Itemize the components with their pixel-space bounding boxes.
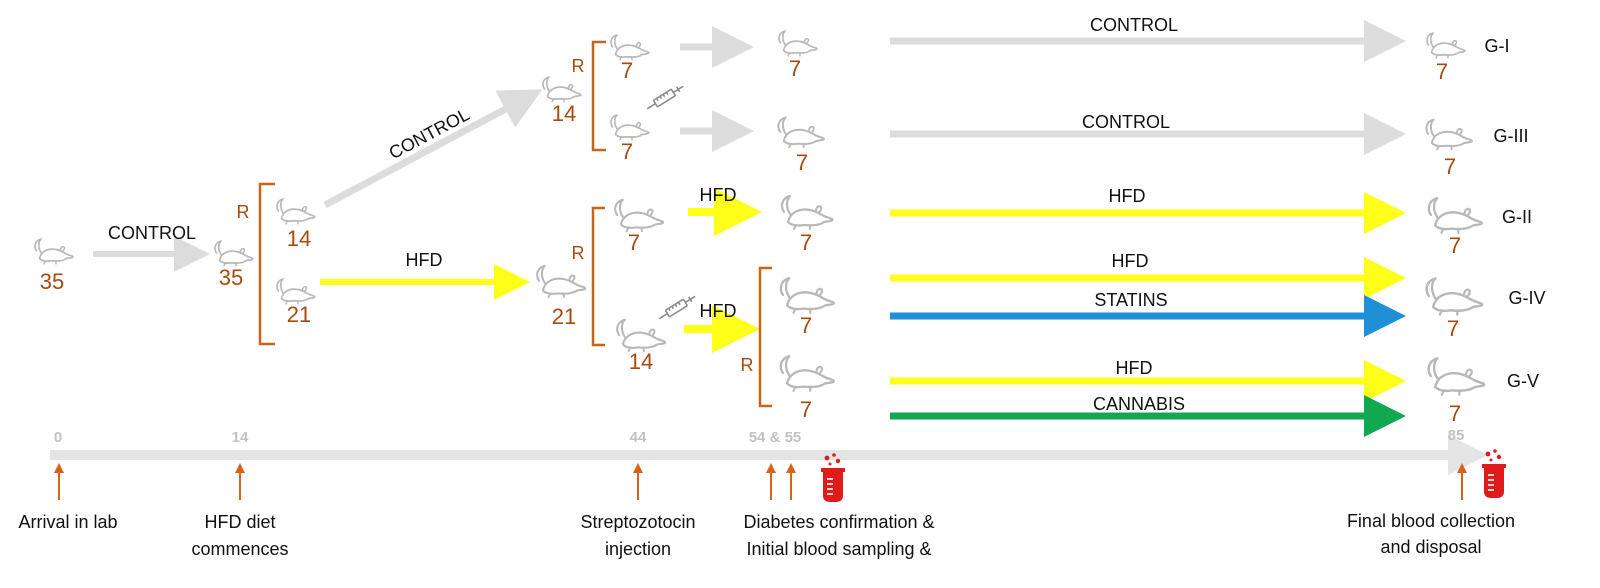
stage3-hfd-upper-count: 7 — [628, 230, 640, 255]
group-label: G-II — [1502, 207, 1532, 227]
stage4-a-count: 7 — [789, 56, 801, 81]
group-count: 7 — [1449, 233, 1461, 258]
event-label: Streptozotocin — [580, 512, 695, 532]
rat-icon — [1425, 118, 1473, 151]
hfd-arrow-label: HFD — [700, 185, 737, 205]
hfd-arrow-label: HFD — [406, 250, 443, 270]
stage3-hfd-count: 21 — [552, 304, 576, 329]
group-count: 7 — [1447, 316, 1459, 341]
group-label: G-III — [1494, 126, 1529, 146]
rat-icon — [780, 194, 834, 231]
event-label: and disposal — [1380, 537, 1481, 557]
hfd-arrow-label: HFD — [1116, 358, 1153, 378]
rat-icon — [1427, 357, 1486, 396]
rat-icon — [778, 30, 818, 57]
rat-icon — [214, 240, 254, 267]
randomization-bracket — [591, 40, 606, 152]
control-arrow-label: CONTROL — [1082, 112, 1170, 132]
stage4-d-count: 7 — [800, 313, 812, 338]
rat-icon — [1427, 196, 1483, 235]
stage3-hfd-lower-count: 14 — [629, 349, 653, 374]
timeline-tick: 85 — [1448, 427, 1465, 444]
control-arrow-label: CONTROL — [108, 223, 196, 243]
rat-icon — [1426, 32, 1466, 59]
randomization-label: R — [741, 355, 754, 375]
group-count: 7 — [1444, 154, 1456, 179]
group-count: 7 — [1436, 59, 1448, 84]
blood-beaker-icon — [820, 452, 846, 502]
rat-icon — [777, 116, 825, 149]
stage2-lower-count: 21 — [287, 302, 311, 327]
stage4-e-count: 7 — [800, 397, 812, 422]
control-arrow — [323, 89, 543, 209]
rat-icon — [614, 198, 665, 233]
randomization-bracket — [758, 266, 772, 408]
syringe-icon — [644, 82, 686, 112]
randomization-label: R — [237, 202, 250, 222]
group-label: G-IV — [1508, 288, 1545, 308]
rat-icon — [779, 354, 835, 393]
rat-icon — [1425, 277, 1484, 316]
group-label: G-I — [1485, 36, 1510, 56]
event-label: Arrival in lab — [18, 512, 117, 532]
rat-icon — [276, 278, 316, 305]
group-count: 7 — [1449, 401, 1461, 426]
stage1-count: 35 — [40, 269, 64, 294]
syringe-icon — [656, 292, 698, 322]
rat-icon — [610, 114, 650, 141]
hfd-arrow-label: HFD — [1109, 186, 1146, 206]
cannabis-arrow-label: CANNABIS — [1093, 394, 1185, 414]
stage3-control-lower-count: 7 — [621, 139, 633, 164]
randomization-label: R — [572, 56, 585, 76]
hfd-arrow-label: HFD — [700, 301, 737, 321]
randomization-label: R — [572, 243, 585, 263]
stage2-count: 35 — [219, 265, 243, 290]
timeline-tick: 44 — [630, 429, 647, 446]
rat-icon — [779, 276, 835, 315]
stage3-control-count: 14 — [552, 101, 576, 126]
group-label: G-V — [1507, 371, 1539, 391]
rat-icon — [34, 238, 74, 265]
stage4-c-count: 7 — [800, 230, 812, 255]
timeline-tick: 0 — [54, 429, 62, 446]
rat-icon — [616, 318, 667, 353]
stage3-control-upper-count: 7 — [621, 58, 633, 83]
event-label: Final blood collection — [1347, 511, 1515, 531]
event-label: HFD diet — [204, 512, 275, 532]
timeline-tick: 54 & 55 — [749, 429, 802, 446]
randomization-bracket — [258, 182, 275, 346]
statins-arrow-label: STATINS — [1094, 290, 1167, 310]
rat-icon — [610, 34, 650, 61]
rat-icon — [542, 76, 582, 103]
blood-beaker-icon — [1481, 448, 1507, 498]
stage2-upper-count: 14 — [287, 226, 311, 251]
rat-icon — [536, 264, 587, 299]
event-label: commences — [191, 539, 288, 559]
event-label: Diabetes confirmation & — [743, 512, 934, 532]
event-label: Initial blood sampling & — [746, 539, 931, 559]
hfd-arrow-label: HFD — [1112, 251, 1149, 271]
rat-icon — [276, 198, 316, 225]
timeline-tick: 14 — [232, 429, 249, 446]
control-arrow-label: CONTROL — [1090, 15, 1178, 35]
randomization-bracket — [591, 206, 605, 347]
event-label: injection — [605, 539, 671, 559]
stage4-b-count: 7 — [796, 150, 808, 175]
